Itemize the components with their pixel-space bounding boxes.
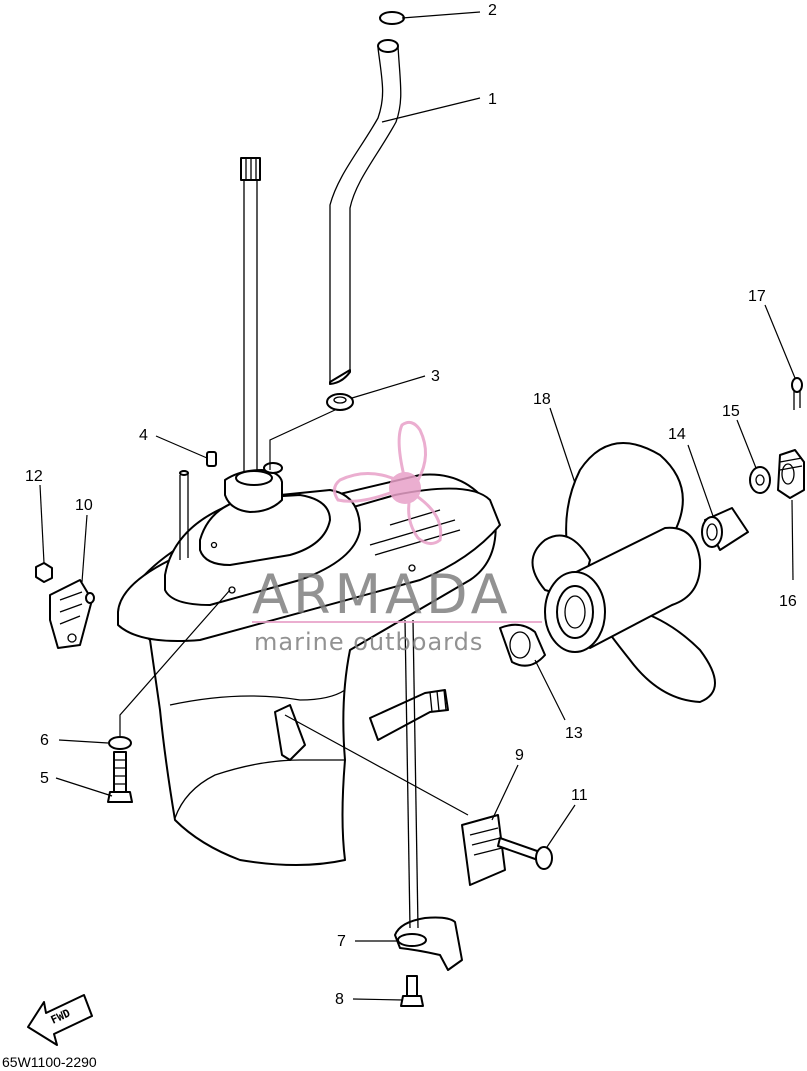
diagram-code: 65W1100-2290 [2, 1054, 97, 1070]
castle-nut-part [777, 449, 805, 499]
callout-12: 12 [25, 468, 43, 485]
callout-1: 1 [488, 91, 497, 108]
callout-labels: 1 2 3 4 5 6 7 8 9 10 11 12 13 14 15 16 1… [25, 2, 797, 1008]
dowel-pin-part [206, 451, 217, 467]
bolt-part-5 [107, 751, 133, 803]
watermark: ARMADA marine outboards [252, 420, 542, 656]
trim-tab-part [394, 916, 463, 971]
callout-9: 9 [515, 747, 524, 764]
connector-line [119, 589, 231, 738]
callout-16: 16 [779, 593, 797, 610]
callout-8: 8 [335, 991, 344, 1008]
parts-drawing [35, 11, 805, 1007]
callout-6: 6 [40, 732, 49, 749]
watermark-title: ARMADA [252, 563, 512, 626]
callout-11: 11 [571, 787, 588, 804]
trim-tab-axis-line-2 [412, 619, 419, 929]
callout-leaders [39, 11, 796, 1001]
callout-10: 10 [75, 497, 93, 514]
callout-4: 4 [139, 427, 148, 444]
connector-line [269, 409, 336, 470]
spacer-part [701, 507, 749, 551]
callout-13: 13 [565, 725, 583, 742]
screw-part-11 [497, 837, 553, 870]
washer-part-6 [108, 736, 132, 750]
callout-18: 18 [533, 391, 551, 408]
trim-tab-axis-line [404, 619, 411, 929]
callout-3: 3 [431, 368, 440, 385]
thrust-washer-part [499, 623, 546, 667]
propeller-shaft-part [369, 689, 449, 741]
connector-line [284, 714, 469, 816]
propeller-part [531, 442, 716, 703]
water-tube-part [329, 39, 402, 385]
callout-7: 7 [337, 933, 346, 950]
grommet-part [326, 393, 354, 411]
watermark-subtitle: marine outboards [254, 628, 483, 656]
callout-17: 17 [748, 288, 766, 305]
washer-part [379, 11, 405, 25]
drive-shaft-part [240, 157, 261, 490]
watermark-rule [252, 621, 542, 623]
anode-part-9 [461, 814, 506, 886]
callout-2: 2 [488, 2, 497, 19]
callout-14: 14 [668, 426, 686, 443]
callout-15: 15 [722, 403, 740, 420]
washer-part-15 [749, 466, 771, 494]
lower-case-housing [117, 462, 501, 866]
bolt-part-8 [400, 975, 424, 1007]
callout-5: 5 [40, 770, 49, 787]
nut-part-12 [35, 562, 53, 583]
anode-part-10 [49, 579, 95, 649]
fwd-arrow-icon: FWD [27, 994, 93, 1046]
cotter-pin-part [791, 377, 803, 410]
propeller-logo-icon [333, 420, 443, 545]
